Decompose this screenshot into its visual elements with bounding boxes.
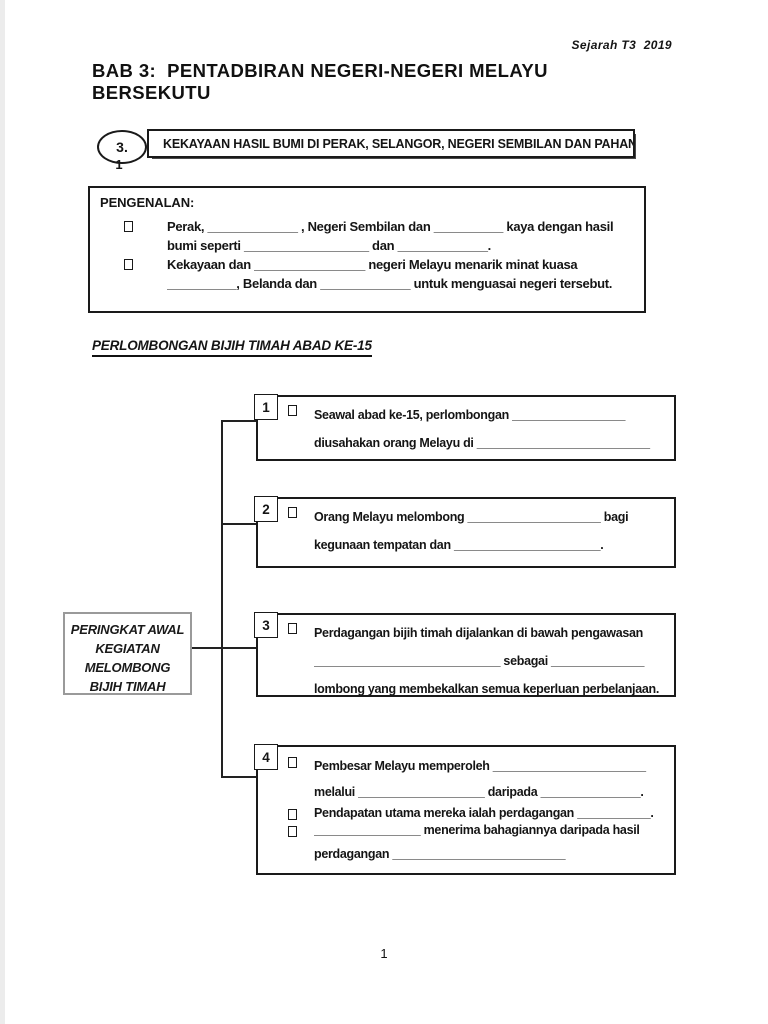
item-bullet: Pembesar Melayu memperoleh _____________… xyxy=(288,753,666,805)
checkbox-bullet-icon xyxy=(288,809,297,820)
bullet-text-line: Seawal abad ke-15, perlombongan ________… xyxy=(314,408,626,422)
checkbox-bullet-icon xyxy=(288,405,297,416)
checkbox-bullet-icon xyxy=(288,507,297,518)
pengenalan-bullet: Perak, _____________ , Negeri Sembilan d… xyxy=(124,217,636,255)
bullet-text-line: Perak, _____________ , Negeri Sembilan d… xyxy=(167,219,614,234)
item-bullet: ________________ menerima bahagiannya da… xyxy=(288,822,666,863)
checkbox-bullet-icon xyxy=(288,826,297,837)
bullet-text-line: bumi seperti __________________ dan ____… xyxy=(167,238,491,253)
bullet-text-line: Pembesar Melayu memperoleh _____________… xyxy=(314,759,646,773)
pengenalan-bullets: Perak, _____________ , Negeri Sembilan d… xyxy=(124,217,636,293)
diagram-label-line: KEGIATAN xyxy=(95,641,160,656)
checkbox-bullet-icon xyxy=(288,757,297,768)
diagram-branch-line xyxy=(191,647,256,649)
item-number-badge: 3 xyxy=(254,612,278,638)
diagram-branch-line xyxy=(221,523,256,525)
pengenalan-label: PENGENALAN: xyxy=(100,195,195,210)
checkbox-bullet-icon xyxy=(124,259,133,270)
bullet-text-line: lombong yang membekalkan semua keperluan… xyxy=(314,682,660,696)
section-number-major: 3. xyxy=(116,139,128,155)
page-number: 1 xyxy=(380,946,388,961)
item-bullet: Pendapatan utama mereka ialah perdaganga… xyxy=(288,805,666,822)
bullet-text-line: ________________ menerima bahagiannya da… xyxy=(314,823,640,837)
diagram-branch-line xyxy=(221,776,256,778)
diagram-label-line: BIJIH TIMAH xyxy=(89,679,166,694)
item-bullet: Orang Melayu melombong _________________… xyxy=(288,503,666,559)
diagram-item-2: 2 Orang Melayu melombong _______________… xyxy=(254,496,676,568)
checkbox-bullet-icon xyxy=(288,623,297,634)
bullet-text-line: Pendapatan utama mereka ialah perdaganga… xyxy=(314,806,654,820)
pengenalan-bullet: Kekayaan dan ________________ negeri Mel… xyxy=(124,255,636,293)
bullet-text-line: diusahakan orang Melayu di _____________… xyxy=(314,436,650,450)
page-title-line2: BERSEKUTU xyxy=(92,81,211,103)
section-banner: KEKAYAAN HASIL BUMI DI PERAK, SELANGOR, … xyxy=(147,129,635,158)
topic-heading: PERLOMBONGAN BIJIH TIMAH ABAD KE-15 xyxy=(92,338,372,357)
item-number-badge: 4 xyxy=(254,744,278,770)
header-annotation: Sejarah T3 2019 xyxy=(571,38,672,52)
page-edge xyxy=(0,0,5,1024)
diagram-item-3: 3 Perdagangan bijih timah dijalankan di … xyxy=(254,612,676,697)
diagram-label-line: PERINGKAT AWAL xyxy=(70,622,185,637)
pengenalan-box: PENGENALAN: Perak, _____________ , Neger… xyxy=(88,186,646,313)
bullet-text-line: ____________________________ sebagai ___… xyxy=(314,654,645,668)
item-number-badge: 1 xyxy=(254,394,278,420)
bullet-text-line: __________, Belanda dan _____________ un… xyxy=(167,276,613,291)
bullet-text-line: Kekayaan dan ________________ negeri Mel… xyxy=(167,257,578,272)
diagram-label-line: MELOMBONG xyxy=(84,660,171,675)
bullet-text-line: Perdagangan bijih timah dijalankan di ba… xyxy=(314,626,644,640)
page-title-line1: BAB 3: PENTADBIRAN NEGERI-NEGERI MELAYU xyxy=(92,60,548,81)
checkbox-bullet-icon xyxy=(124,221,133,232)
diagram-branch-line xyxy=(221,420,256,422)
item-bullet: Perdagangan bijih timah dijalankan di ba… xyxy=(288,619,666,703)
diagram-trunk-line xyxy=(221,420,223,778)
diagram-label-box: PERINGKAT AWAL KEGIATAN MELOMBONG BIJIH … xyxy=(63,612,192,695)
bullet-text-line: kegunaan tempatan dan __________________… xyxy=(314,538,604,552)
diagram-item-1: 1 Seawal abad ke-15, perlombongan ______… xyxy=(254,394,676,461)
section-number-badge: 3. xyxy=(97,130,147,164)
diagram-item-4: 4 Pembesar Melayu memperoleh ___________… xyxy=(254,744,676,875)
item-number-badge: 2 xyxy=(254,496,278,522)
bullet-text-line: perdagangan __________________________ xyxy=(314,847,566,861)
bullet-text-line: melalui ___________________ daripada ___… xyxy=(314,785,644,799)
item-bullet: Seawal abad ke-15, perlombongan ________… xyxy=(288,401,666,457)
bullet-text-line: Orang Melayu melombong _________________… xyxy=(314,510,629,524)
section-number-minor: 1 xyxy=(115,157,123,172)
